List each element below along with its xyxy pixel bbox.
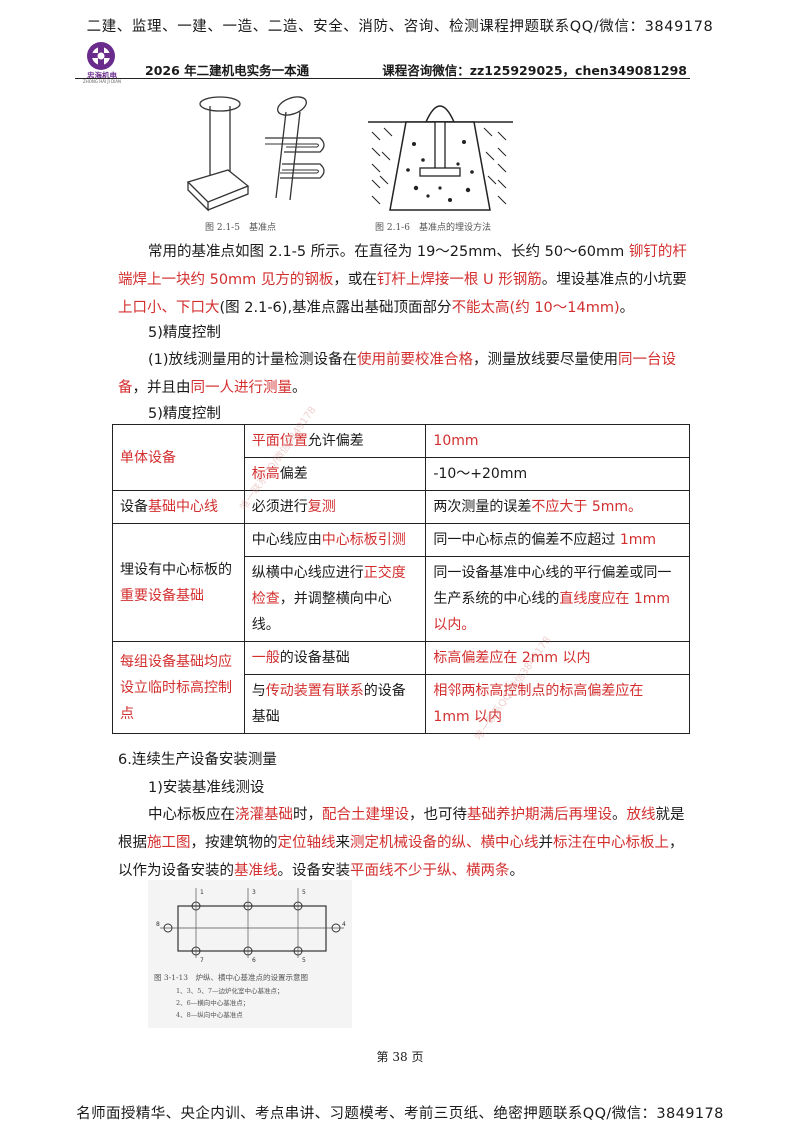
embedding-method-figure <box>368 105 513 211</box>
point-label: 6 <box>252 957 256 964</box>
contact-info: 课程咨询微信：zz125929025，chen349081298 <box>382 63 687 78</box>
point-label: 1 <box>200 889 204 896</box>
figure-note: 1、3、5、7—边炉化室中心基准点； <box>176 987 284 995</box>
table-cell: 埋设有中心标板的重要设备基础 <box>112 523 245 642</box>
table-cell: 每组设备基础均应设立临时标高控制点 <box>112 641 245 734</box>
table-cell: 一般的设备基础 <box>243 641 427 675</box>
table-cell: 设备基础中心线 <box>112 490 245 524</box>
table-row: 设备基础中心线 必须进行复测 两次测量的误差不应大于 5mm。 <box>112 490 690 524</box>
table-row: 埋设有中心标板的重要设备基础 中心线应由中心标板引测 同一中心标点的偏差不应超过… <box>112 523 690 642</box>
table-row: 单体设备 平面位置允许偏差 10mm <box>112 424 690 491</box>
point-label: 7 <box>200 957 204 964</box>
paragraph-precision: (1)放线测量用的计量检测设备在使用前要校准合格，测量放线要尽量使用同一台设备，… <box>118 352 677 396</box>
table-cell: 两次测量的误差不应大于 5mm。 <box>425 490 690 524</box>
table-cell: 同一中心标点的偏差不应超过 1mm <box>425 523 690 557</box>
point-label: 5 <box>302 957 306 964</box>
table-cell: 纵横中心线应进行正交度检查，并调整横向中心线。 <box>243 556 427 642</box>
figure-note: 4、8—纵向中心基准点 <box>176 1011 243 1019</box>
benchmark-point-figure <box>186 96 325 212</box>
book-title: 2026 年二建机电实务一本通 <box>145 63 310 78</box>
furnace-baseline-diagram: 1 3 5 7 6 5 8 4 <box>156 888 346 964</box>
figure-note: 2、6—横向中心基准点； <box>176 999 250 1007</box>
section-heading: 5)精度控制 <box>148 406 221 422</box>
paragraph-baseline: 中心标板应在浇灌基础时，配合土建埋设，也可待基础养护期满后再埋设。放线就是根据施… <box>118 807 685 879</box>
point-label: 4 <box>342 921 346 928</box>
page-number: 第 38 页 <box>376 1050 424 1064</box>
paragraph-benchmark: 常用的基准点如图 2.1-5 所示。在直径为 19～25mm、长约 50～60m… <box>118 244 687 316</box>
precision-table: 单体设备 平面位置允许偏差 10mm 标高偏差 -10～+20mm 设备基础中心… <box>112 424 690 734</box>
header-rule <box>75 78 690 79</box>
table-cell: -10～+20mm <box>425 457 690 491</box>
figure-caption: 图 2.1-5 基准点 <box>205 223 276 233</box>
table-cell: 中心线应由中心标板引测 <box>243 523 427 557</box>
table-row: 标高偏差 -10～+20mm <box>113 457 690 491</box>
section-heading: 6.连续生产设备安装测量 <box>118 752 277 768</box>
table-cell: 与传动装置有联系的设备基础 <box>243 674 427 734</box>
point-label: 8 <box>156 921 160 928</box>
point-label: 5 <box>302 889 306 896</box>
table-cell: 单体设备 <box>112 424 245 491</box>
bottom-banner: 名师面授精华、央企内训、考点串讲、习题模考、考前三页纸、绝密押题联系QQ/微信：… <box>76 1106 724 1122</box>
table-row: 纵横中心线应进行正交度检查，并调整横向中心线。 同一设备基准中心线的平行偏差或同… <box>113 556 690 642</box>
table-cell: 标高偏差应在 2mm 以内 <box>425 641 690 675</box>
table-cell: 同一设备基准中心线的平行偏差或同一生产系统的中心线的直线度应在 1mm 以内。 <box>425 556 690 642</box>
figure-caption: 图 2.1-6 基准点的埋设方法 <box>375 223 491 233</box>
top-banner: 二建、监理、一建、一造、二造、安全、消防、咨询、检测课程押题联系QQ/微信：38… <box>86 19 714 35</box>
logo-name: 忠海机电 <box>87 71 117 80</box>
figure-caption: 图 3-1-13 炉纵、横中心基准点的设置示意图 <box>154 973 309 982</box>
table-cell: 相邻两标高控制点的标高偏差应在 1mm 以内 <box>425 674 690 734</box>
logo-sub: ZHONG HAI JI DIAN <box>82 79 122 84</box>
table-row: 每组设备基础均应设立临时标高控制点 一般的设备基础 标高偏差应在 2mm 以内 <box>112 641 690 734</box>
table-cell: 必须进行复测 <box>243 490 427 524</box>
logo-icon <box>87 42 115 70</box>
table-row: 与传动装置有联系的设备基础 相邻两标高控制点的标高偏差应在 1mm 以内 <box>113 674 690 734</box>
furnace-baseline-figure: 1 3 5 7 6 5 8 4 图 3-1-13 炉纵、横中心基准点的设置示意图… <box>148 880 352 1028</box>
section-heading: 1)安装基准线测设 <box>148 780 265 796</box>
table-cell: 10mm <box>425 424 690 458</box>
point-label: 3 <box>252 889 256 896</box>
section-heading: 5)精度控制 <box>148 325 221 341</box>
